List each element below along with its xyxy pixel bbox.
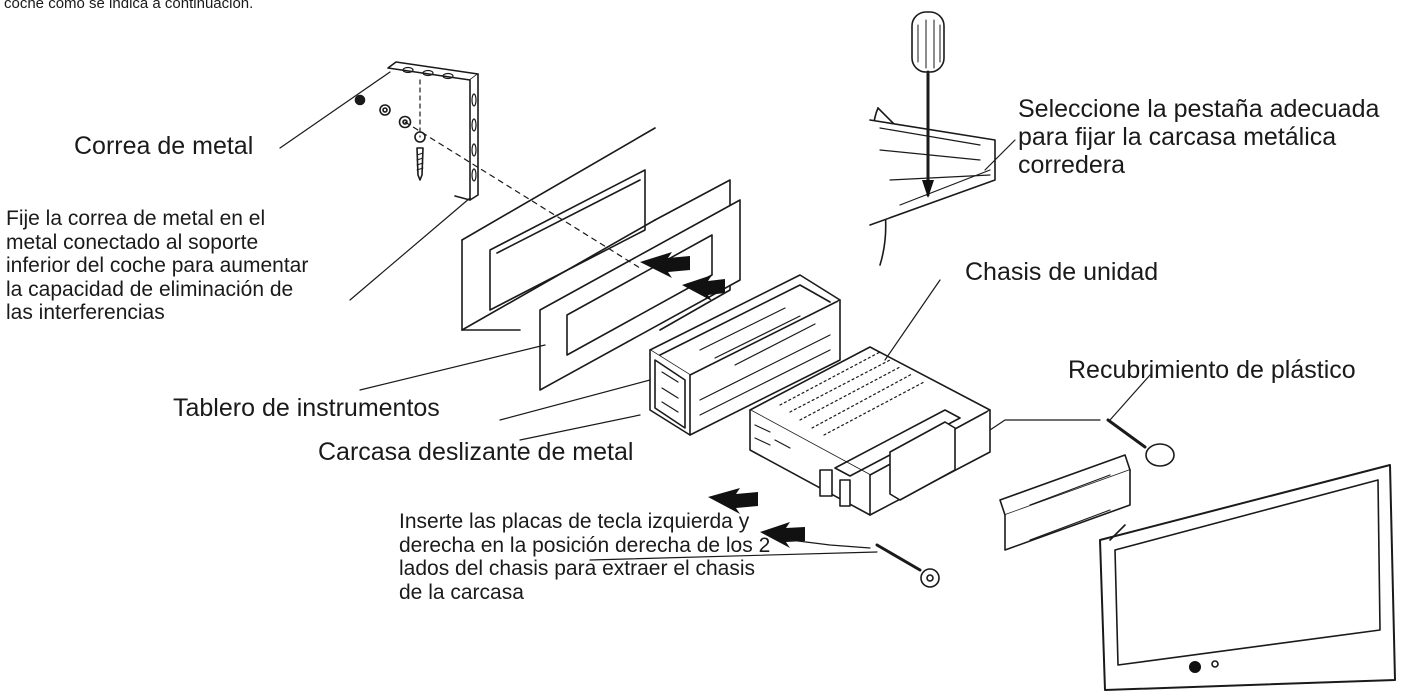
unit-chassis [749,346,991,516]
release-key-icon [875,418,1175,588]
intro-fragment: coche como se indica a continuación. [4,0,254,12]
screwdriver-inset [869,11,996,266]
label-unit-chassis: Chasis de unidad [965,258,1159,286]
screwdriver-icon [911,11,945,198]
plastic-cover [999,454,1131,551]
label-tab-instruction: Seleccione la pestaña adecuada para fija… [1018,95,1380,179]
metal-sleeve [649,274,841,436]
dashboard-opening [461,127,731,331]
label-strap-instruction: Fije la correa de metal en el metal cone… [6,207,309,325]
head-unit-screen [1099,464,1396,691]
label-dashboard: Tablero de instrumentos [173,394,440,422]
leader-lines [279,71,1151,561]
label-keys-instruction: Inserte las placas de tecla izquierda y … [399,510,771,604]
label-plastic-cover: Recubrimiento de plástico [1068,356,1356,384]
label-metal-strap: Correa de metal [74,132,254,160]
insert-arrow-icon [640,252,805,548]
label-metal-sleeve: Carcasa deslizante de metal [318,438,634,466]
metal-strap [354,61,641,269]
